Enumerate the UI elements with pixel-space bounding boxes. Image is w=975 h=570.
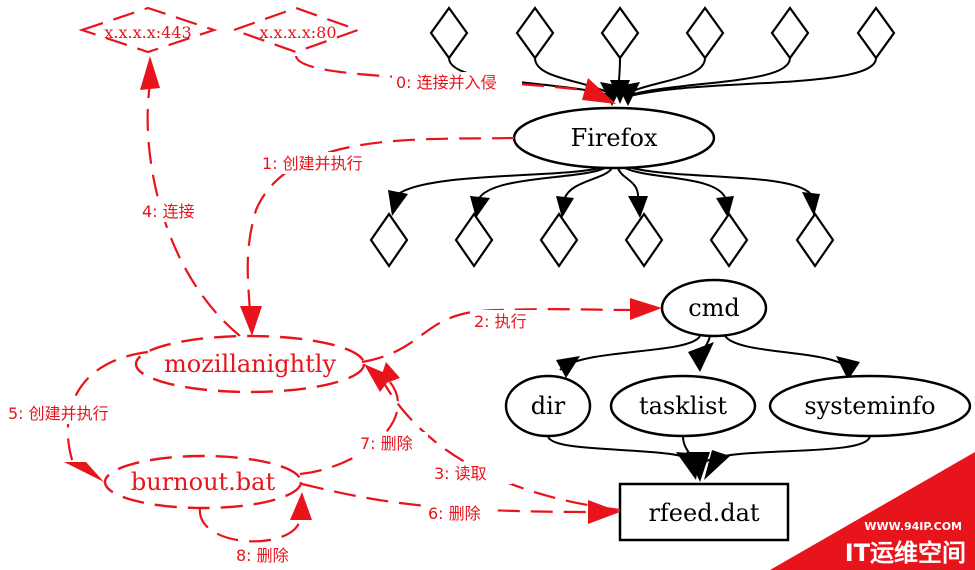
- ip80-node[interactable]: x.x.x.x:80: [230, 6, 362, 54]
- edge-3: 3: 读取: [364, 364, 621, 512]
- burnout-label: burnout.bat: [131, 468, 276, 496]
- edge-1-label: 1: 创建并执行: [262, 154, 363, 173]
- firefox-label: Firefox: [571, 124, 658, 152]
- rfeed-incoming-edges: [547, 435, 871, 463]
- ip80-label: x.x.x.x:80: [259, 23, 336, 42]
- diamond-node[interactable]: [515, 6, 555, 60]
- edge-line: [624, 167, 727, 201]
- edge-2-label: 2: 执行: [474, 312, 527, 331]
- systeminfo-label: systeminfo: [804, 392, 935, 420]
- edge-0-label: 0: 连接并入侵: [396, 73, 497, 92]
- diamond-node[interactable]: [539, 212, 579, 268]
- edge-5: 5: 创建并执行: [4, 350, 149, 482]
- edge-line: [395, 167, 601, 197]
- edge-8-label: 8: 删除: [236, 546, 289, 565]
- firefox-incoming-arrowheads: [600, 80, 640, 106]
- tasklist-label: tasklist: [639, 392, 727, 420]
- diamond-node[interactable]: [600, 6, 640, 60]
- edge-3-label: 3: 读取: [434, 464, 487, 483]
- systeminfo-node[interactable]: systeminfo: [768, 374, 972, 438]
- mozillanightly-label: mozillanightly: [164, 350, 336, 378]
- diamond-node[interactable]: [429, 6, 469, 60]
- ip443-label: x.x.x.x:443: [104, 23, 191, 42]
- edge-line: [631, 167, 813, 197]
- diamond-node[interactable]: [709, 212, 749, 268]
- burnout-node[interactable]: burnout.bat: [103, 454, 303, 510]
- edge-line: [477, 167, 606, 201]
- edge-8: 8: 删除: [198, 492, 312, 566]
- edge-line: [617, 167, 640, 201]
- watermark-brand: IT运维空间: [845, 539, 966, 567]
- diamond-node[interactable]: [770, 6, 810, 60]
- firefox-node[interactable]: Firefox: [512, 106, 716, 170]
- cmd-label: cmd: [688, 294, 740, 322]
- edge-1: 1: 创建并执行: [240, 136, 515, 336]
- edge-7: 7: 删除: [299, 362, 428, 476]
- dir-label: dir: [531, 392, 566, 420]
- diamond-node[interactable]: [685, 6, 725, 60]
- rfeed-label: rfeed.dat: [648, 499, 759, 527]
- firefox-outgoing-arrowheads: [388, 190, 820, 218]
- cmd-node[interactable]: cmd: [660, 278, 768, 338]
- mozillanightly-node[interactable]: mozillanightly: [134, 334, 366, 394]
- rfeed-node[interactable]: rfeed.dat: [618, 482, 790, 542]
- diamond-node[interactable]: [624, 212, 664, 268]
- tasklist-node[interactable]: tasklist: [609, 374, 757, 438]
- edge-line: [625, 57, 791, 97]
- edge-5-label: 5: 创建并执行: [8, 404, 109, 423]
- diamond-node[interactable]: [795, 212, 835, 268]
- edge-2: 2: 执行: [361, 298, 662, 364]
- edge-line: [534, 57, 615, 97]
- edge-line: [629, 57, 877, 97]
- cmd-arrowheads: [556, 342, 860, 380]
- edge-4: 4: 连接: [138, 56, 241, 337]
- rfeed-incoming-arrowheads: [676, 450, 730, 482]
- edge-line: [563, 167, 613, 201]
- dir-node[interactable]: dir: [504, 374, 592, 438]
- diamond-node[interactable]: [856, 6, 896, 60]
- edge-4-label: 4: 连接: [142, 202, 195, 221]
- edge-7-label: 7: 删除: [360, 434, 413, 453]
- watermark-url: WWW.94IP.COM: [864, 520, 962, 533]
- diamond-node[interactable]: [454, 212, 494, 268]
- edge-0: 0: 连接并入侵: [294, 55, 616, 104]
- bottom-diamond-row: [369, 212, 835, 268]
- diamond-node[interactable]: [369, 212, 409, 268]
- top-diamond-row: [429, 6, 896, 60]
- edge-6-label: 6: 删除: [428, 504, 481, 523]
- ip443-node[interactable]: x.x.x.x:443: [78, 6, 218, 54]
- firefox-outgoing-edges: [395, 167, 813, 201]
- edge-6: 6: 删除: [301, 482, 620, 524]
- watermark: WWW.94IP.COM IT运维空间: [770, 452, 975, 570]
